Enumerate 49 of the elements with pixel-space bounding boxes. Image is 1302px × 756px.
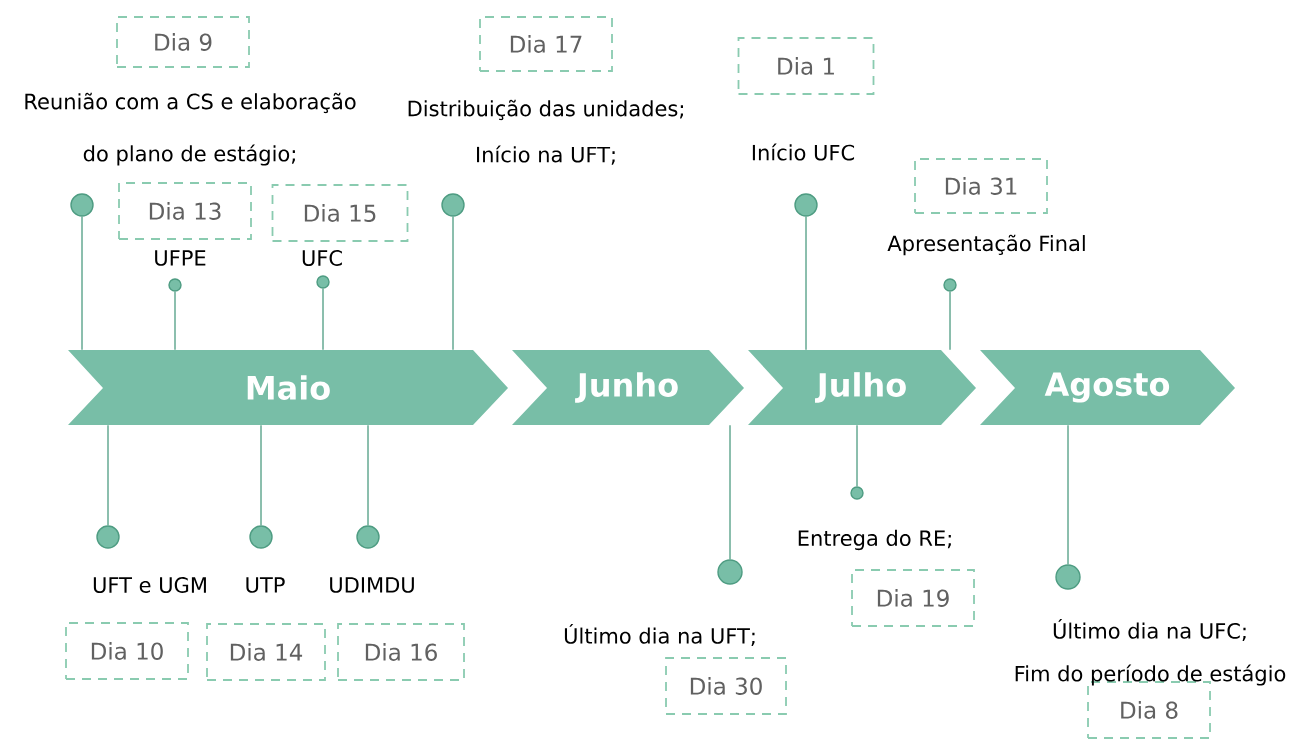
pin-dot bbox=[794, 193, 818, 217]
month-band: Agosto bbox=[980, 350, 1235, 425]
pin-line bbox=[322, 288, 324, 351]
date-box: Dia 13 bbox=[118, 182, 252, 240]
event-label: UFPE bbox=[155, 250, 206, 266]
pin-dot bbox=[356, 525, 380, 549]
pin-dot bbox=[249, 525, 273, 549]
pin-line bbox=[949, 291, 951, 351]
pin-line bbox=[1067, 424, 1069, 565]
pin-line bbox=[856, 424, 858, 487]
event-label: Entrega do RE; bbox=[798, 529, 951, 551]
date-box: Dia 15 bbox=[271, 184, 409, 242]
date-box: Dia 10 bbox=[65, 622, 189, 680]
date-box: Dia 31 bbox=[914, 158, 1048, 214]
event-label: do plano de estágio; bbox=[83, 144, 295, 166]
pin-line bbox=[260, 424, 262, 526]
event-label: Reunião com a CS e elaboração bbox=[25, 92, 356, 114]
pin-line bbox=[367, 424, 369, 526]
event-label: Último dia na UFT; bbox=[564, 624, 755, 646]
date-box: Dia 17 bbox=[479, 16, 613, 72]
pin-line bbox=[174, 291, 176, 351]
date-box: Dia 9 bbox=[116, 16, 250, 68]
event-label: Início UFC bbox=[752, 143, 855, 161]
pin-dot bbox=[441, 193, 465, 217]
date-box: Dia 14 bbox=[206, 623, 326, 681]
event-label: UFT e UGM bbox=[93, 577, 206, 593]
pin-line bbox=[729, 424, 731, 560]
pin-line bbox=[81, 216, 83, 351]
event-label: Distribuição das unidades; bbox=[408, 99, 683, 121]
month-band: Maio bbox=[68, 350, 508, 425]
event-label: UTP bbox=[246, 577, 285, 593]
event-label: UDIMDU bbox=[330, 577, 414, 593]
pin-dot bbox=[96, 525, 120, 549]
pin-line bbox=[107, 424, 109, 526]
pin-dot bbox=[1055, 564, 1081, 590]
date-box: Dia 30 bbox=[665, 657, 787, 715]
date-box: Dia 16 bbox=[337, 623, 465, 681]
pin-line bbox=[805, 216, 807, 351]
pin-line bbox=[452, 216, 454, 351]
event-label: UFC bbox=[302, 250, 342, 266]
month-band: Junho bbox=[512, 350, 744, 425]
event-label: Início na UFT; bbox=[477, 145, 615, 165]
pin-dot bbox=[717, 559, 743, 585]
date-box: Dia 19 bbox=[851, 569, 975, 627]
date-box: Dia 1 bbox=[737, 37, 875, 95]
pin-dot bbox=[70, 193, 94, 217]
event-label: Último dia na UFC; bbox=[1053, 619, 1246, 641]
event-label: Apresentação Final bbox=[887, 234, 1085, 256]
month-band: Julho bbox=[748, 350, 976, 425]
